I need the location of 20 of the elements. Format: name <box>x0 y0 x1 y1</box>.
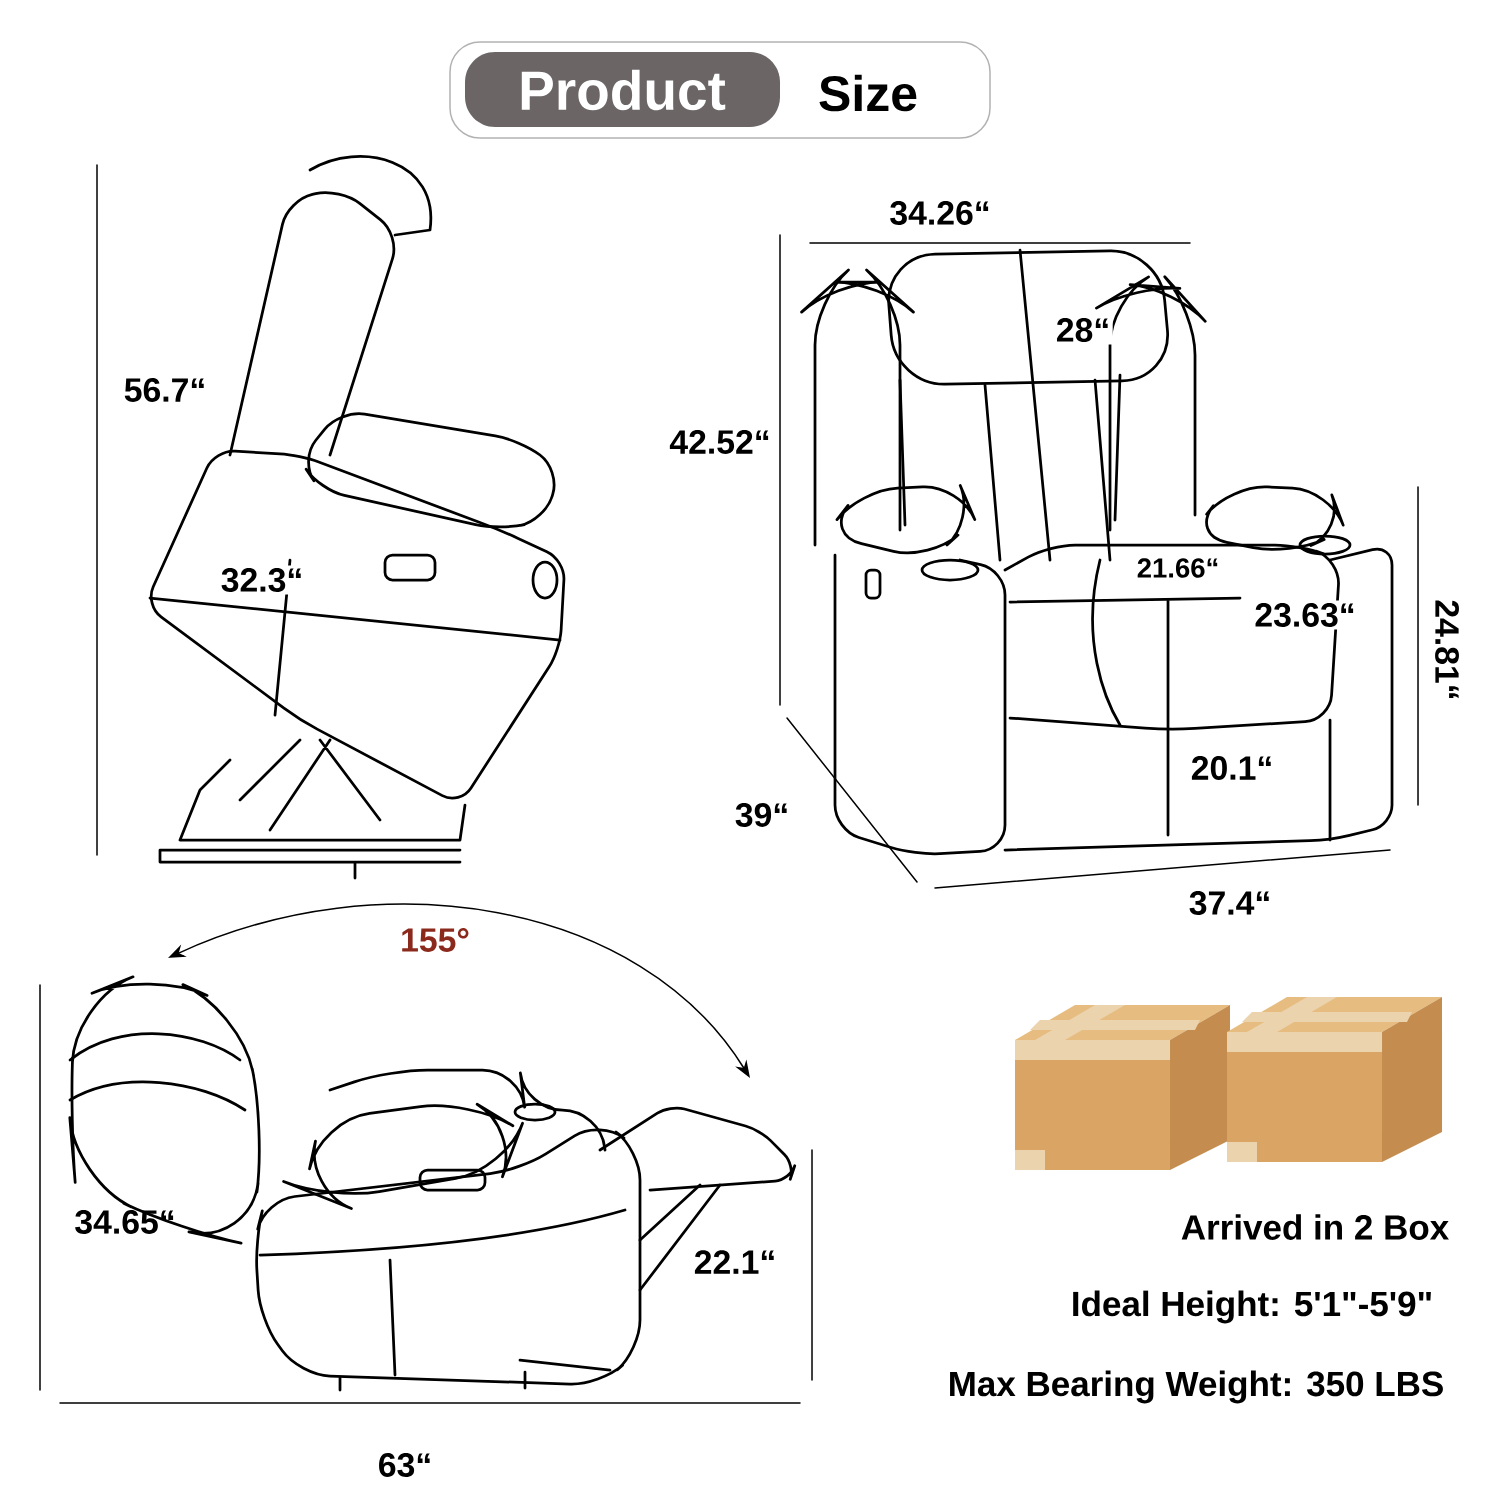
dimension-label: 20.1“ <box>1188 753 1276 783</box>
dimension-label: 56.7“ <box>124 378 204 402</box>
dimension-label: 63“ <box>379 1453 430 1477</box>
dimension-label: 22.1“ <box>694 1250 774 1274</box>
angle-label: 155° <box>402 928 469 952</box>
dimension-label: 24.81“ <box>1435 600 1459 699</box>
info-text: Ideal Height: 5'1"-5'9" <box>1073 1290 1431 1324</box>
dimension-label: 21.66“ <box>1134 555 1222 581</box>
info-text: Arrived in 2 Box <box>1181 1214 1449 1240</box>
dimension-label: 28“ <box>1053 315 1113 345</box>
heading-text: Product <box>521 69 726 111</box>
dimension-label: 37.4“ <box>1189 891 1269 915</box>
dimension-label: 39“ <box>735 803 787 827</box>
dimension-label: 32.3“ <box>218 565 306 595</box>
info-text: Max Bearing Weight: 350 LBS <box>950 1370 1443 1404</box>
dimension-label: 23.63“ <box>1251 600 1359 630</box>
heading-text: Size <box>819 74 917 112</box>
dimension-label: 34.26“ <box>890 201 989 225</box>
dimension-label: 42.52“ <box>669 430 769 454</box>
dimension-label: 34.65“ <box>75 1210 174 1234</box>
